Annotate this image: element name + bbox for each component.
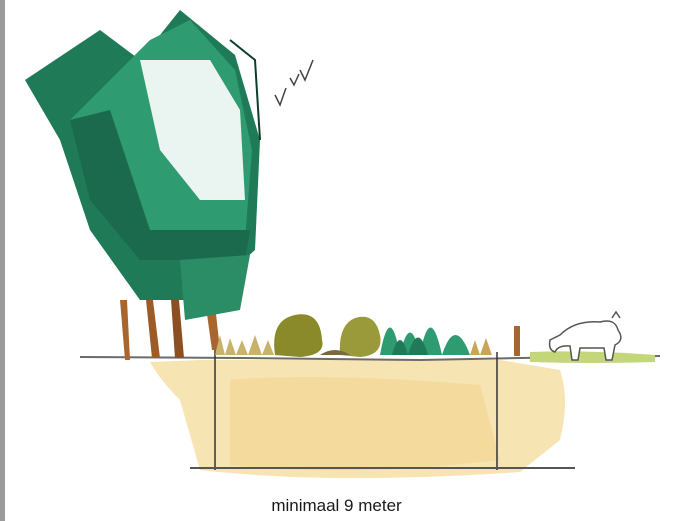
grass-strip (530, 351, 655, 363)
soil-zone (150, 360, 565, 478)
shrub-icon (274, 314, 380, 357)
scale-caption: minimaal 9 meter (0, 496, 673, 516)
tree-icon (25, 10, 260, 320)
fence-post-icon (514, 326, 520, 356)
bird-icon (275, 60, 313, 105)
